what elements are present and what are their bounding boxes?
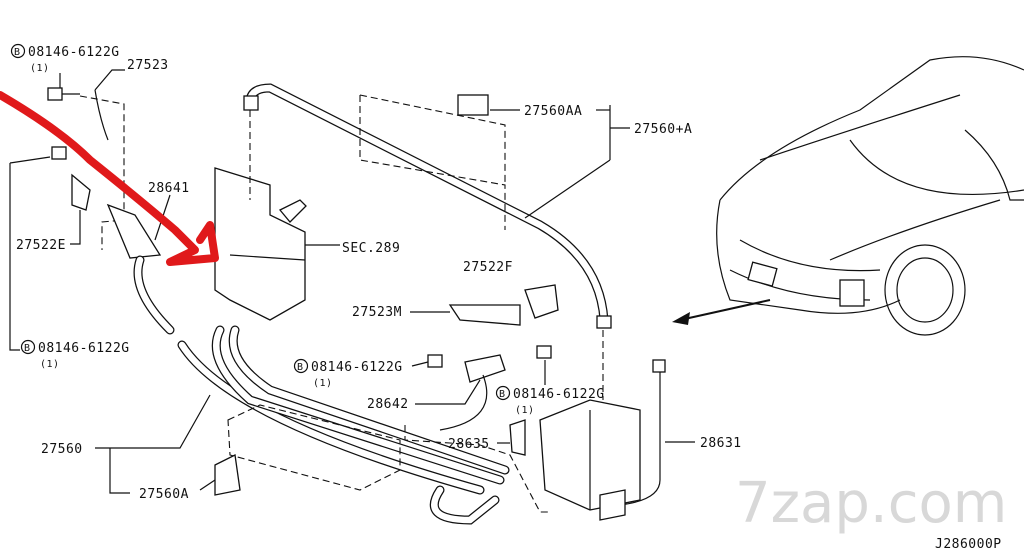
label-bolt-left-lower[interactable]: 08146-6122G [38,341,130,356]
bolt-symbol: B [24,343,31,354]
label-bolt-right[interactable]: 08146-6122G [513,387,605,402]
label-27523[interactable]: 27523 [127,58,169,73]
label-27523m[interactable]: 27523M [352,305,402,320]
bolt-symbol: B [499,389,506,400]
bolt-symbol: B [14,47,21,58]
part-labels: B 08146-6122G (1) 27523 28641 27522E SEC… [10,43,1002,552]
red-annotation-arrow [0,91,219,266]
car-front-illustration [716,56,1024,336]
direction-arrow [679,299,771,321]
direction-arrow-head [672,312,690,325]
label-27522e[interactable]: 27522E [16,238,66,253]
label-27522f[interactable]: 27522F [463,260,513,275]
label-27560aa[interactable]: 27560AA [524,104,582,119]
bolt-symbol-circle [10,43,26,59]
pump-bracket-group [404,284,559,513]
hose-27560-a [243,83,612,329]
watermark: 7zap.com [735,471,1007,536]
clip-27560aa [457,94,489,116]
label-28635[interactable]: 28635 [448,437,490,452]
label-bolt-top-left[interactable]: 08146-6122G [28,45,120,60]
bolt-symbol-circle [293,358,309,374]
label-28641[interactable]: 28641 [148,181,190,196]
label-27560a[interactable]: 27560A [139,487,189,502]
label-27560[interactable]: 27560 [41,442,83,457]
clip-27560a [214,454,241,496]
label-sec-289[interactable]: SEC.289 [342,241,400,256]
bolt-symbol: B [297,362,304,373]
hose-27560 [133,255,510,525]
figure-code: J286000P [935,537,1002,552]
label-27560-plus-a[interactable]: 27560+A [634,122,692,137]
qty-bolt-center: (1) [313,378,333,389]
label-28642[interactable]: 28642 [367,397,409,412]
qty-bolt-left-lower: (1) [40,359,60,370]
bolt-symbol-circle [20,339,36,355]
label-bolt-center[interactable]: 08146-6122G [311,360,403,375]
pump-28631 [539,330,695,521]
label-28631[interactable]: 28631 [700,436,742,451]
qty-bolt-right: (1) [515,405,535,416]
bolt-symbol-circle [495,385,511,401]
bracket-group-27523 [9,69,171,351]
washer-tank [214,110,340,321]
qty-bolt-top-left: (1) [30,63,50,74]
